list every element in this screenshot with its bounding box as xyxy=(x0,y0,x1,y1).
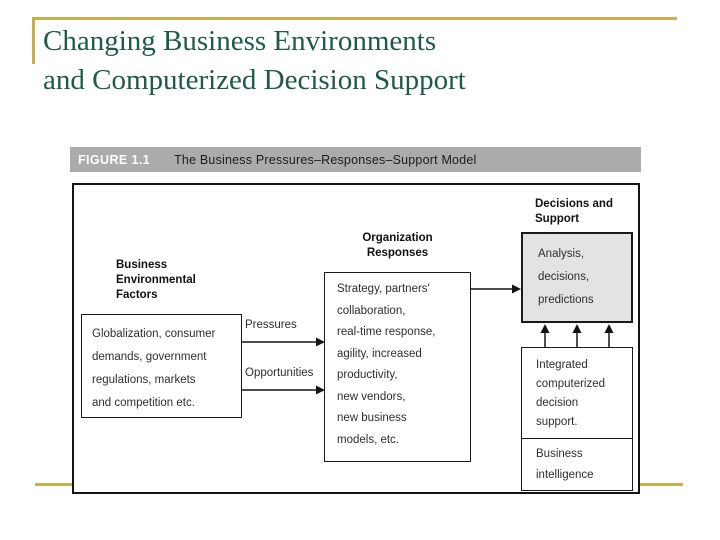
responses-box-line: agility, increased xyxy=(337,347,422,360)
responses-box-line: collaboration, xyxy=(337,304,406,317)
slide-title: Changing Business Environments and Compu… xyxy=(43,22,466,100)
figure-number-label: FIGURE 1.1 xyxy=(78,152,151,167)
support-arrowhead-icon-3 xyxy=(604,324,614,333)
organization-responses-box: Strategy, partners' collaboration, real-… xyxy=(324,272,471,462)
responses-box-line: new vendors, xyxy=(337,390,406,403)
responses-heading-line: Organization xyxy=(362,232,433,244)
decisions-support-heading: Decisions and Support xyxy=(535,197,613,227)
integrated-box-line: Integrated xyxy=(536,359,588,371)
environment-heading-line: Environmental xyxy=(116,274,196,286)
responses-box-line: new business xyxy=(337,412,407,424)
integrated-box-line: support. xyxy=(536,416,578,428)
support-stack-box: Integrated computerized decision support… xyxy=(521,347,633,491)
slide-title-line1: Changing Business Environments xyxy=(43,25,437,57)
support-arrowhead-icon-2 xyxy=(572,324,582,333)
responses-to-decisions-arrowhead-icon xyxy=(512,284,521,294)
responses-heading-line: Responses xyxy=(366,247,429,259)
figure-caption: The Business Pressures–Responses–Support… xyxy=(174,152,477,167)
analysis-decisions-box: Analysis, decisions, predictions xyxy=(521,232,633,323)
accent-line-top xyxy=(32,17,677,20)
bi-box-line: intelligence xyxy=(536,468,594,481)
integrated-box-line: computerized xyxy=(536,378,606,390)
analysis-box-line: predictions xyxy=(538,294,594,306)
environment-box-line: regulations, markets xyxy=(92,374,196,386)
environment-factors-box: Globalization, consumer demands, governm… xyxy=(81,314,242,418)
bi-box-line: Business xyxy=(536,447,583,460)
analysis-box-line: decisions, xyxy=(538,271,590,283)
responses-box-line: models, etc. xyxy=(337,433,399,446)
environment-heading-line: Business xyxy=(116,259,168,271)
opportunities-label: Opportunities xyxy=(245,367,314,379)
accent-line-left xyxy=(32,17,35,64)
business-intelligence-box: Business intelligence xyxy=(522,439,632,486)
integrated-box-line: decision xyxy=(536,397,579,409)
integrated-support-box: Integrated computerized decision support… xyxy=(522,348,632,439)
responses-box-line: Strategy, partners' xyxy=(337,283,430,295)
decisions-support-heading-line: Support xyxy=(535,213,580,225)
decisions-support-heading-line: Decisions and xyxy=(535,198,613,210)
slide-title-line2: and Computerized Decision Support xyxy=(43,64,466,96)
environment-box-line: and competition etc. xyxy=(92,397,195,409)
environment-heading-line: Factors xyxy=(116,289,158,301)
figure-diagram-area: Business Environmental Factors Globaliza… xyxy=(72,183,640,494)
support-arrowhead-icon-1 xyxy=(540,324,550,333)
environment-heading: Business Environmental Factors xyxy=(116,258,196,303)
environment-box-line: demands, government xyxy=(92,351,207,363)
analysis-box-line: Analysis, xyxy=(538,248,585,260)
responses-heading: Organization Responses xyxy=(324,231,471,261)
figure-header-bar: FIGURE 1.1 The Business Pressures–Respon… xyxy=(70,147,641,172)
pressures-label: Pressures xyxy=(245,319,297,331)
responses-box-line: real-time response, xyxy=(337,326,436,338)
responses-box-line: productivity, xyxy=(337,369,398,381)
environment-box-line: Globalization, consumer xyxy=(92,328,216,340)
